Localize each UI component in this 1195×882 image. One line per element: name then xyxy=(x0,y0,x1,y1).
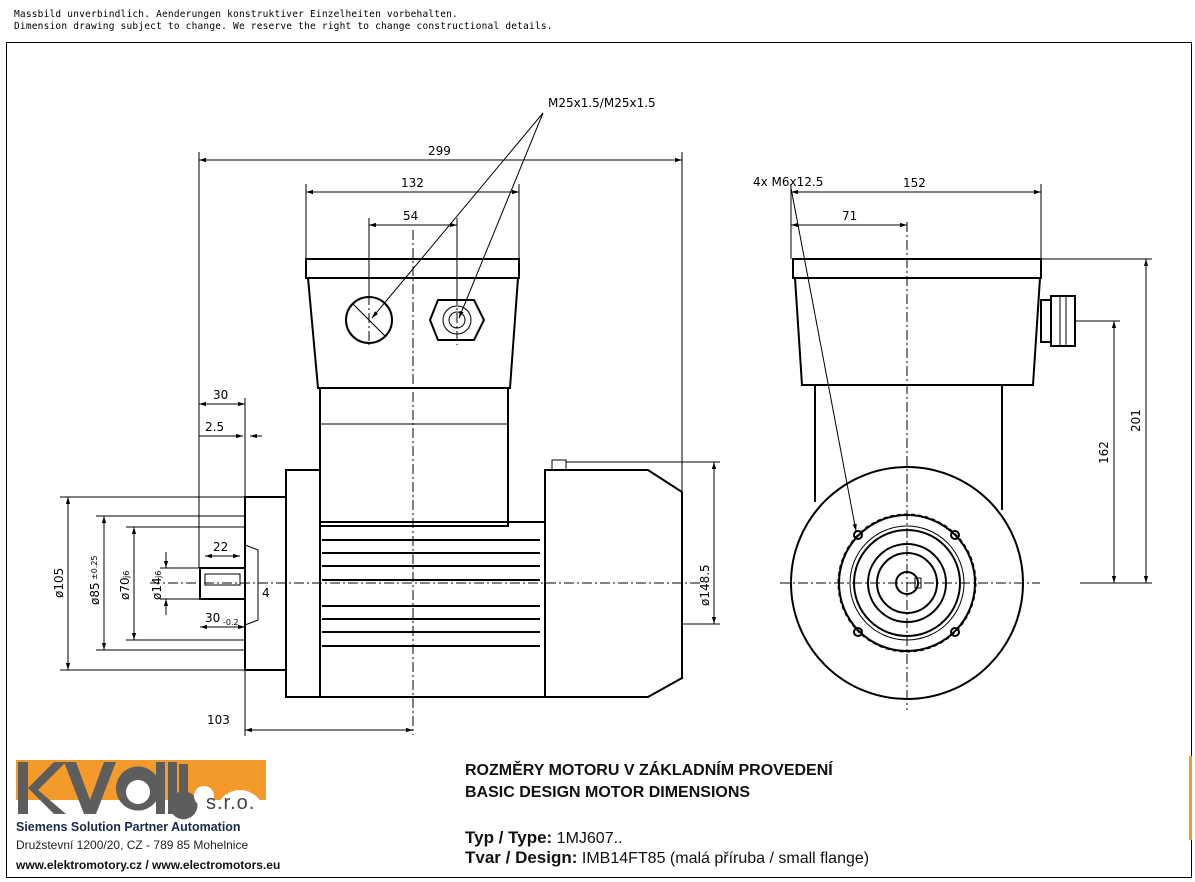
cooling-fins xyxy=(322,539,540,647)
dim-103: 103 xyxy=(207,713,230,727)
dim-2-5: 2.5 xyxy=(205,420,224,434)
company-suffix: s.r.o. xyxy=(206,792,256,814)
type-row: Typ / Type: 1MJ607.. xyxy=(465,828,622,848)
type-value: 1MJ607.. xyxy=(556,830,623,847)
disclaimer-de: Massbild unverbindlich. Aenderungen kons… xyxy=(14,9,458,20)
dim-dia-70-tol: j6 xyxy=(122,571,131,579)
front-terminal-body xyxy=(794,277,1041,386)
dim-152: 152 xyxy=(903,176,926,190)
dim-4: 4 xyxy=(262,586,270,600)
address-text: Družstevní 1200/20, CZ - 789 85 Mohelnic… xyxy=(16,838,249,852)
title-block: s.r.o. Siemens Solution Partner Automati… xyxy=(6,748,1192,878)
title-english: BASIC DESIGN MOTOR DIMENSIONS xyxy=(465,784,751,801)
website-links[interactable]: www.elektromotory.cz / www.electromotors… xyxy=(16,858,281,872)
terminal-box-neck xyxy=(319,387,509,527)
design-label: Tvar / Design: xyxy=(465,848,578,867)
dim-dia-85-tol: ±0.25 xyxy=(90,555,99,580)
dim-71: 71 xyxy=(842,209,857,223)
dim-162: 162 xyxy=(1097,441,1111,464)
dim-30: 30 xyxy=(213,388,228,402)
dim-201: 201 xyxy=(1129,409,1143,432)
dim-132: 132 xyxy=(401,176,424,190)
dim-dia-105: ø105 xyxy=(52,568,66,598)
terminal-box-lid xyxy=(305,258,520,279)
dim-gland-thread: M25x1.5/M25x1.5 xyxy=(548,96,656,110)
dim-299: 299 xyxy=(428,144,451,158)
side-view xyxy=(150,230,700,735)
front-view xyxy=(780,222,1076,710)
front-dimensions: 4x M6x12.5 152 71 201 162 xyxy=(753,175,1152,584)
partner-text: Siemens Solution Partner Automation xyxy=(16,820,241,834)
dim-30-tol-sub: -0.2 xyxy=(223,618,239,627)
cable-gland-right xyxy=(428,299,486,341)
dim-dia-70: ø70 xyxy=(118,577,132,600)
dim-dia-148-5: ø148.5 xyxy=(698,564,712,606)
side-dimensions: 299 132 54 M25x1.5/M25x1.5 30 2.5 22 4 3… xyxy=(52,96,720,736)
drawing-frame xyxy=(6,42,1192,878)
front-cable-gland xyxy=(1050,295,1076,347)
disclaimer-en: Dimension drawing subject to change. We … xyxy=(14,21,553,32)
dim-22: 22 xyxy=(213,540,228,554)
dim-dia-85: ø85 xyxy=(88,582,102,605)
dim-dia-14-tol: j6 xyxy=(154,571,163,579)
orange-edge-bar xyxy=(1189,756,1192,840)
company-logo xyxy=(16,760,266,820)
dim-dia-14: ø14 xyxy=(150,577,164,600)
title-czech: ROZMĚRY MOTORU V ZÁKLADNÍM PROVEDENÍ xyxy=(465,762,833,779)
motor-housing xyxy=(319,521,546,698)
type-label: Typ / Type: xyxy=(465,828,553,847)
front-terminal-lid xyxy=(792,258,1042,279)
design-value: IMB14FT85 (malá příruba / small flange) xyxy=(581,850,870,867)
dim-bolts: 4x M6x12.5 xyxy=(753,175,823,189)
shaft-key xyxy=(204,573,241,586)
design-row: Tvar / Design: IMB14FT85 (malá příruba /… xyxy=(465,848,869,868)
dim-54: 54 xyxy=(403,209,418,223)
flange-bolt-holes xyxy=(853,530,960,637)
dim-30-tol: 30 xyxy=(205,611,220,625)
